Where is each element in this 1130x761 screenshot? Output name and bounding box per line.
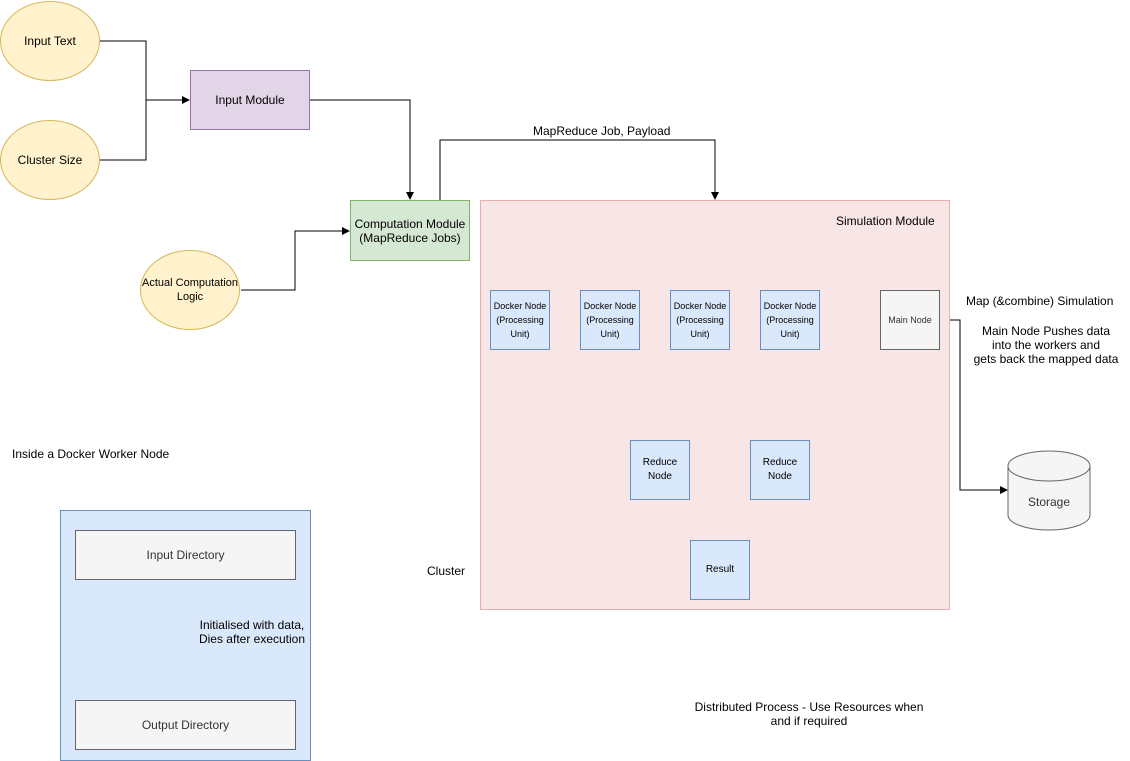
edge-cluster-size-to-module: [100, 100, 147, 161]
main-node-description: Main Node Pushes data into the workers a…: [973, 324, 1119, 366]
docker-node-1[interactable]: Docker Node (Processing Unit): [490, 290, 550, 350]
input-module-node[interactable]: Input Module: [190, 70, 310, 130]
actual-computation-label: Actual Computation Logic: [142, 277, 238, 303]
docker-node-2-label: Docker Node (Processing Unit): [583, 301, 637, 339]
output-directory-label: Output Directory: [141, 718, 230, 732]
docker-node-4-label: Docker Node (Processing Unit): [763, 301, 817, 339]
docker-node-4[interactable]: Docker Node (Processing Unit): [760, 290, 820, 350]
reduce-node-1[interactable]: Reduce Node: [630, 440, 690, 500]
input-directory-node[interactable]: Input Directory: [75, 530, 296, 580]
docker-node-3[interactable]: Docker Node (Processing Unit): [670, 290, 730, 350]
result-node[interactable]: Result: [690, 540, 750, 600]
docker-node-3-label: Docker Node (Processing Unit): [673, 301, 727, 339]
edge-main-node-to-storage: [940, 319, 1008, 494]
docker-worker-title: Inside a Docker Worker Node: [12, 447, 170, 461]
reduce-node-2[interactable]: Reduce Node: [750, 440, 810, 500]
edge-input-module-to-computation: [310, 99, 414, 200]
input-directory-label: Input Directory: [146, 548, 225, 562]
main-node[interactable]: Main Node: [880, 290, 940, 350]
edge-computation-to-simulation: [439, 139, 719, 200]
reduce-node-2-label: Reduce Node: [762, 457, 798, 482]
reduce-node-1-label: Reduce Node: [642, 457, 678, 482]
cluster-size-node[interactable]: Cluster Size: [0, 120, 100, 200]
simulation-module-title: Simulation Module: [836, 214, 935, 228]
distributed-annotation: Distributed Process - Use Resources when…: [694, 700, 924, 728]
edge-input-text-to-module: [100, 40, 190, 104]
input-text-node[interactable]: Input Text: [0, 1, 100, 81]
output-directory-node[interactable]: Output Directory: [75, 700, 296, 750]
cluster-annotation: Cluster: [427, 564, 466, 578]
edge-actual-to-computation: [241, 227, 350, 291]
edge-label-initialised: Initialised with data, Dies after execut…: [198, 618, 306, 646]
input-text-label: Input Text: [24, 34, 76, 48]
edge-label-job-payload: MapReduce Job, Payload: [533, 124, 671, 138]
actual-computation-node[interactable]: Actual Computation Logic: [140, 250, 240, 330]
docker-node-1-label: Docker Node (Processing Unit): [493, 301, 547, 339]
storage-label: Storage: [1027, 495, 1071, 509]
computation-module-node[interactable]: Computation Module (MapReduce Jobs): [350, 200, 470, 261]
main-node-label: Main Node: [888, 315, 932, 325]
result-label: Result: [705, 564, 735, 575]
cluster-size-label: Cluster Size: [17, 153, 83, 167]
computation-module-label: Computation Module (MapReduce Jobs): [354, 216, 466, 245]
docker-node-2[interactable]: Docker Node (Processing Unit): [580, 290, 640, 350]
map-simulation-annotation: Map (&combine) Simulation: [966, 294, 1114, 308]
input-module-label: Input Module: [215, 93, 285, 107]
